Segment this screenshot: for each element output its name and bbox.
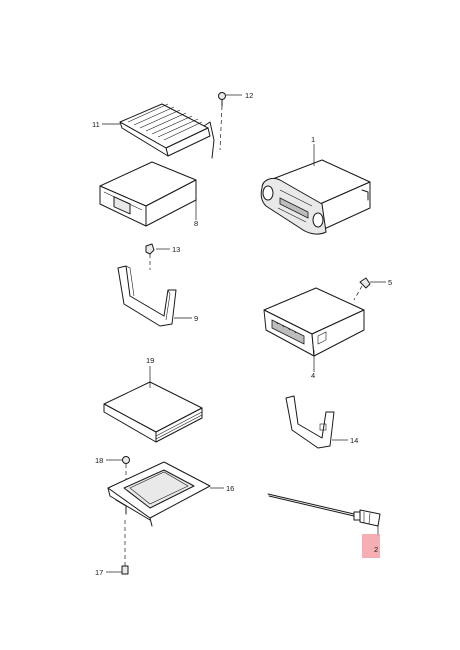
callout-18[interactable]: 18: [95, 456, 103, 465]
callout-14[interactable]: 14: [350, 436, 358, 445]
part-2-cable[interactable]: [267, 493, 381, 527]
part-17-screw[interactable]: [121, 520, 129, 575]
part-12-screw[interactable]: [218, 92, 226, 107]
callout-1[interactable]: 1: [311, 135, 315, 144]
part-5-screw[interactable]: [353, 277, 371, 301]
part-16-frame[interactable]: [107, 461, 211, 527]
callout-12[interactable]: 12: [245, 91, 253, 100]
callout-4[interactable]: 4: [311, 371, 315, 380]
part-18-nut[interactable]: [122, 456, 130, 481]
highlight-part-2: [362, 534, 380, 558]
part-8-housing[interactable]: [99, 161, 197, 227]
part-13-clip[interactable]: [145, 243, 155, 270]
callout-17[interactable]: 17: [95, 568, 103, 577]
leader-12: [219, 105, 223, 151]
part-1-radio[interactable]: [260, 159, 371, 235]
callout-2[interactable]: 2: [374, 545, 378, 554]
callout-11[interactable]: 11: [92, 120, 100, 129]
callout-9[interactable]: 9: [194, 314, 198, 323]
callout-13[interactable]: 13: [172, 245, 180, 254]
part-9-bracket[interactable]: [117, 265, 177, 327]
part-4-unit[interactable]: [263, 287, 365, 357]
callout-5[interactable]: 5: [388, 278, 392, 287]
callout-19[interactable]: 19: [146, 356, 154, 365]
callout-8[interactable]: 8: [194, 219, 198, 228]
part-19-module[interactable]: [103, 381, 203, 443]
callout-16[interactable]: 16: [226, 484, 234, 493]
part-14-bracket[interactable]: [285, 395, 335, 449]
part-11-cover[interactable]: [119, 103, 215, 159]
